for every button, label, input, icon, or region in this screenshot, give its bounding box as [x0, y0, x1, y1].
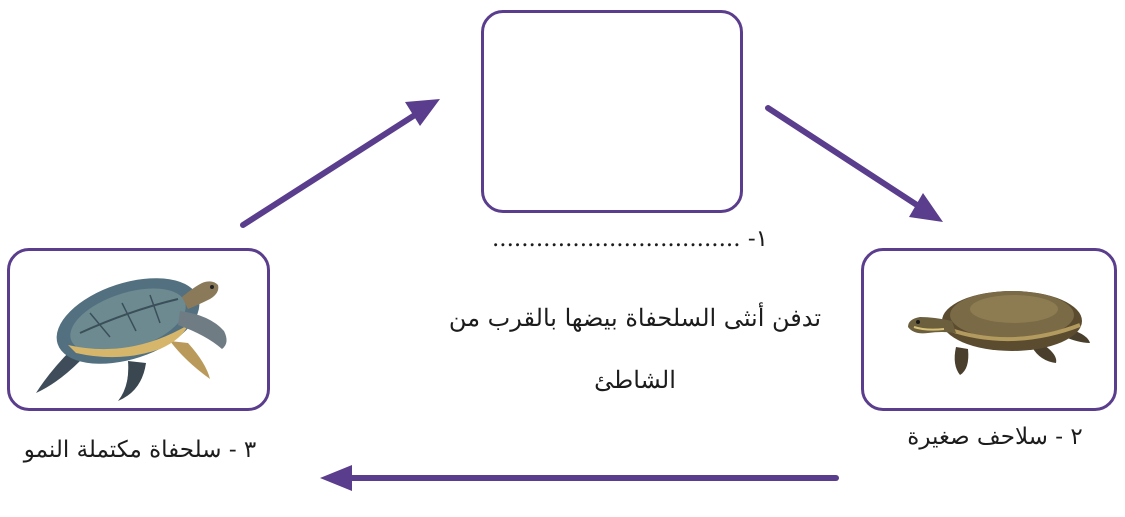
- stage1-number-label: ١- ..................................: [488, 226, 768, 254]
- stage2-label: ٢ - سلاحف صغيرة: [907, 424, 1083, 450]
- stage1-description: تدفن أنثى السلحفاة بيضها بالقرب من الشاط…: [448, 304, 822, 394]
- arrow-up-right-icon: [240, 99, 440, 228]
- stage1-blank-line: ..................................: [491, 226, 741, 252]
- stage2-image-box: [861, 248, 1117, 411]
- stage3-image-box: [7, 248, 270, 411]
- stage1-image-box: [481, 10, 743, 213]
- arrow-left-icon: [320, 465, 839, 491]
- sea-turtle-illustration: [36, 278, 227, 401]
- stage3-label: ٣ - سلحفاة مكتملة النمو: [23, 437, 257, 463]
- stage1-number: ١-: [747, 226, 768, 252]
- small-turtle-illustration: [908, 291, 1090, 375]
- arrow-down-right-icon: [765, 105, 943, 222]
